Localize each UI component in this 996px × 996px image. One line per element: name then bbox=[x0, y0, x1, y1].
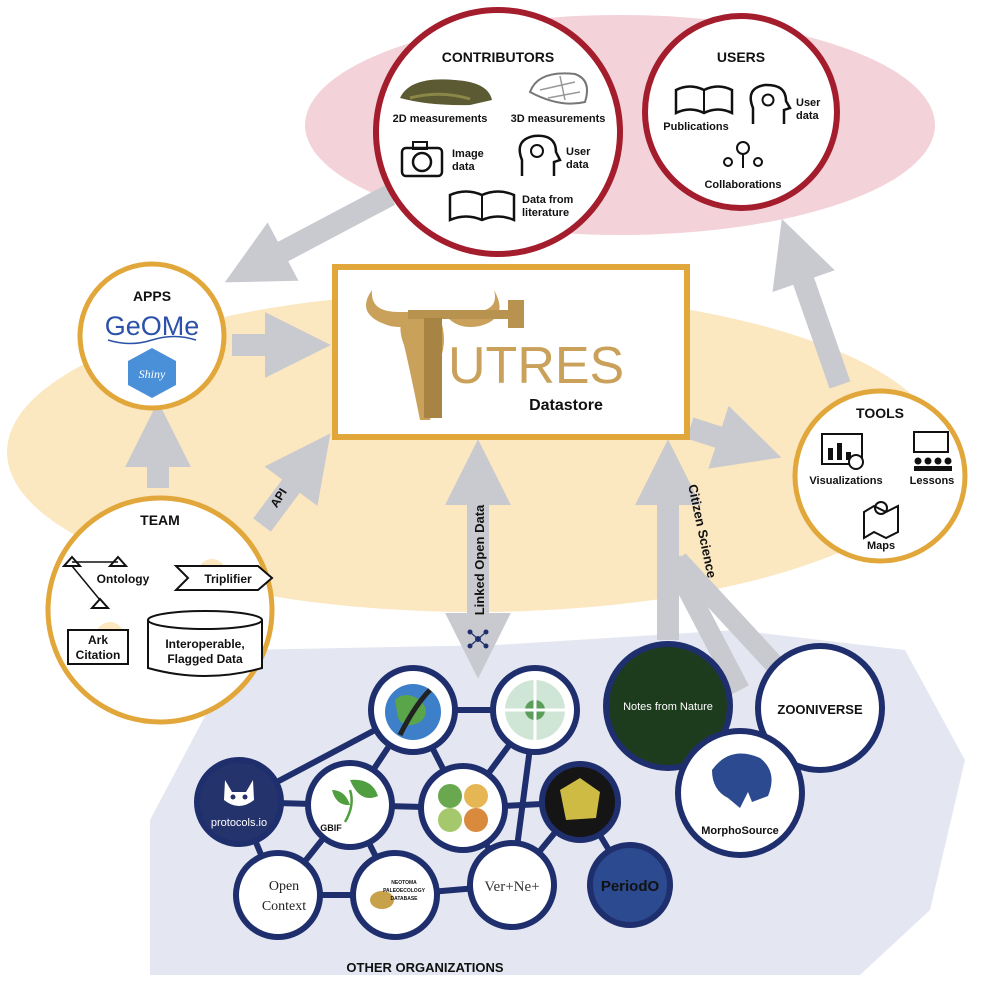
lessons-classroom-icon bbox=[913, 431, 952, 471]
org-paleo-cycle-node[interactable] bbox=[490, 665, 580, 755]
linked-data-icon bbox=[467, 629, 489, 649]
neotoma-label-2: PALEOECOLOGY bbox=[383, 888, 426, 894]
org-protocols-node[interactable]: protocols.io bbox=[194, 757, 284, 847]
org-fruits-node[interactable] bbox=[418, 763, 508, 853]
org-neotoma-node[interactable]: NEOTOMA PALEOECOLOGY DATABASE bbox=[350, 850, 440, 940]
skull-2d-icon bbox=[400, 79, 492, 106]
team-ark-label-1: Ark bbox=[88, 633, 108, 647]
team-title: TEAM bbox=[140, 512, 180, 528]
shiny-hex-icon bbox=[128, 348, 176, 398]
open-context-label-1: Open bbox=[269, 879, 299, 894]
arrow-contributors-to-apps bbox=[224, 185, 396, 283]
contributors-3d-label: 3D measurements bbox=[511, 113, 606, 125]
team-interop-label-2: Flagged Data bbox=[167, 652, 243, 666]
team-ark-label-2: Citation bbox=[76, 648, 121, 662]
protocols-label: protocols.io bbox=[211, 817, 267, 829]
camera-icon bbox=[400, 141, 444, 178]
arrow-zooniverse-to-citizen bbox=[670, 553, 783, 672]
team-triplifier-label: Triplifier bbox=[204, 572, 252, 586]
org-vertnet-node[interactable]: Ver+Ne+ bbox=[467, 840, 557, 930]
users-user-label-2: data bbox=[796, 110, 820, 122]
bison-skull-logo-icon bbox=[366, 290, 524, 420]
tools-panel: TOOLS Visualizations Lessons Maps bbox=[792, 388, 968, 564]
head-gear-icon bbox=[518, 134, 562, 176]
arrow-team-to-datastore bbox=[253, 433, 331, 532]
contributors-literature-label-1: Data from bbox=[522, 194, 574, 206]
contributors-2d-label: 2D measurements bbox=[393, 113, 488, 125]
raccoon-icon bbox=[224, 780, 254, 806]
fruit-icon bbox=[438, 784, 488, 832]
zooniverse-label: ZOONIVERSE bbox=[777, 702, 863, 717]
users-collaborations-label: Collaborations bbox=[704, 179, 781, 191]
visualization-chart-icon bbox=[821, 433, 864, 470]
arrow-morphosource-to-citizen bbox=[663, 555, 749, 695]
users-panel: USERS Publications User data Collaborati… bbox=[642, 13, 840, 211]
open-book-icon bbox=[448, 190, 516, 222]
tools-maps-label: Maps bbox=[867, 540, 895, 552]
futres-wordmark: UTRES bbox=[448, 337, 624, 395]
other-organizations-title: OTHER ORGANIZATIONS bbox=[346, 960, 504, 975]
users-title: USERS bbox=[717, 49, 765, 65]
geome-wave-decoration bbox=[107, 335, 197, 345]
users-publications-label: Publications bbox=[663, 121, 728, 133]
open-context-label-2: Context bbox=[262, 899, 306, 914]
map-pin-icon bbox=[863, 501, 899, 540]
team-ontology-label: Ontology bbox=[97, 572, 150, 586]
ark-citation-box bbox=[67, 629, 129, 665]
neotoma-rat-icon bbox=[370, 891, 394, 909]
org-periodo-node[interactable]: PeriodO bbox=[587, 842, 673, 928]
apps-title: APPS bbox=[133, 288, 171, 304]
organization-network: protocols.io GBIF bbox=[194, 641, 885, 940]
users-head-gear-icon bbox=[749, 83, 792, 124]
org-open-context-node[interactable]: Open Context bbox=[233, 850, 323, 940]
morphosource-label: MorphoSource bbox=[701, 825, 779, 837]
contributors-user-label-2: data bbox=[566, 159, 590, 171]
tools-visualizations-label: Visualizations bbox=[809, 475, 882, 487]
ontology-graph-icon bbox=[61, 555, 129, 609]
neotoma-label-1: NEOTOMA bbox=[391, 880, 417, 886]
book-icon bbox=[674, 85, 734, 116]
fox-map-icon bbox=[560, 778, 600, 820]
org-morphosource-node[interactable]: MorphoSource bbox=[675, 728, 805, 858]
morphosource-skull-icon bbox=[712, 753, 772, 808]
org-gbif-node[interactable]: GBIF bbox=[305, 760, 395, 850]
tools-lessons-label: Lessons bbox=[910, 475, 955, 487]
contributors-title: CONTRIBUTORS bbox=[442, 49, 555, 65]
users-user-label-1: User bbox=[796, 97, 821, 109]
contributors-image-label-1: Image bbox=[452, 148, 484, 160]
org-biodiversity-node[interactable] bbox=[368, 665, 458, 755]
tools-title: TOOLS bbox=[856, 405, 904, 421]
vertnet-label: Ver+Ne+ bbox=[484, 879, 539, 895]
arrow-datastore-to-tools bbox=[686, 405, 782, 469]
leaf-icon bbox=[332, 779, 378, 823]
contributors-image-label-2: data bbox=[452, 161, 476, 173]
org-fossil-map-node[interactable] bbox=[539, 761, 621, 843]
contributors-panel: CONTRIBUTORS 2D measurements 3D measurem… bbox=[373, 7, 623, 257]
team-interop-label-1: Interoperable, bbox=[165, 637, 244, 651]
notes-from-nature-label: Notes from Nature bbox=[623, 701, 713, 713]
skull-3d-icon bbox=[528, 72, 588, 105]
futres-subtitle: Datastore bbox=[529, 397, 603, 414]
gbif-label: GBIF bbox=[320, 823, 342, 833]
database-cylinder-icon bbox=[147, 610, 263, 677]
neotoma-label-3: DATABASE bbox=[390, 896, 418, 902]
periodo-label: PeriodO bbox=[601, 878, 660, 895]
shiny-logo[interactable]: Shiny bbox=[139, 367, 166, 381]
collaboration-icon bbox=[723, 141, 763, 168]
arrow-tools-to-users bbox=[772, 218, 851, 389]
apps-panel: APPS GeOMe Shiny bbox=[77, 261, 227, 411]
team-panel: TEAM Ontology Triplifier Ark Citation In… bbox=[45, 495, 275, 725]
futres-datastore[interactable]: UTRES Datastore bbox=[332, 264, 690, 440]
contributors-literature-label-2: literature bbox=[522, 207, 569, 219]
geome-logo[interactable]: GeOMe bbox=[105, 311, 200, 341]
contributors-user-label-1: User bbox=[566, 146, 591, 158]
linked-open-data-label: Linked Open Data bbox=[472, 504, 487, 615]
org-zooniverse-node[interactable]: ZOONIVERSE bbox=[755, 643, 885, 773]
triplifier-arrow-icon bbox=[173, 565, 274, 591]
org-notes-from-nature-node[interactable]: Notes from Nature bbox=[603, 641, 733, 771]
